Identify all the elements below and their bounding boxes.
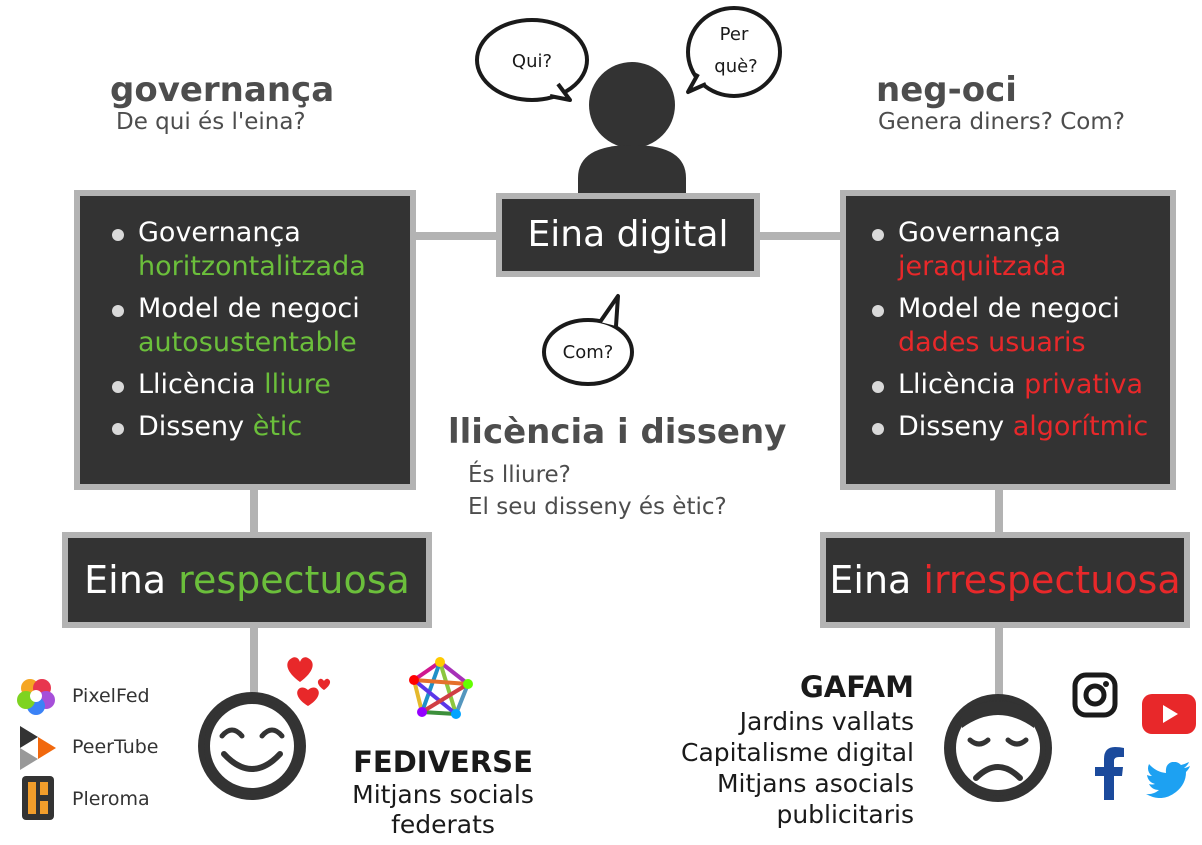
license-title: llicència i disseny (448, 412, 787, 452)
smiley-face-icon (198, 692, 306, 800)
fediverse-line2: federats (391, 810, 495, 839)
person-icon (578, 62, 686, 195)
gafam-line4: publicitaris (776, 800, 914, 829)
gafam-line3: Mitjans asocials (716, 769, 914, 798)
gafam-title: GAFAM (799, 670, 914, 704)
left-result-label: Eina respectuosa (84, 558, 410, 602)
peertube-icon (20, 726, 56, 770)
connector-left-vertical (250, 488, 258, 538)
instagram-icon (1072, 672, 1118, 718)
right-result-box: Eina irrespectuosa (820, 532, 1190, 628)
license-q1: És lliure? (468, 462, 571, 488)
gafam-block: GAFAM Jardins vallats Capitalisme digita… (630, 668, 914, 830)
fediverse-title: FEDIVERSE (353, 745, 533, 779)
connector-right-vertical (995, 488, 1003, 538)
twitter-icon (1146, 762, 1190, 798)
connector-right-down (995, 625, 1003, 695)
connector-left-horizontal (410, 232, 502, 240)
eina-digital-box: Eina digital (496, 193, 760, 277)
com-bubble: Com? (542, 294, 634, 386)
governance-heading: governança De qui és l'eina? (110, 72, 334, 136)
gafam-line2: Capitalisme digital (680, 738, 914, 767)
speech-bubbles-diagram: Qui? Per què? (475, 6, 782, 195)
gafam-line1: Jardins vallats (739, 707, 914, 736)
left-item-license: Llicència lliure (108, 368, 410, 402)
pleroma-icon (22, 776, 54, 820)
peertube-label: PeerTube (72, 736, 159, 758)
fediverse-block: FEDIVERSE Mitjans socials federats (330, 744, 556, 840)
connector-right-horizontal (754, 232, 846, 240)
pleroma-label: Pleroma (72, 788, 150, 810)
com-text: Com? (563, 342, 614, 363)
hearts-icon (287, 657, 331, 706)
left-item-design: Disseny ètic (108, 410, 410, 444)
right-result-label: Eina irrespectuosa (829, 558, 1181, 602)
fediverse-icon (409, 657, 473, 719)
business-heading: neg-oci Genera diners? Com? (876, 72, 1125, 136)
connector-left-down (250, 625, 258, 695)
business-title: neg-oci (876, 70, 1017, 110)
fediverse-line1: Mitjans socials (352, 780, 534, 809)
youtube-icon (1142, 694, 1196, 734)
left-result-box: Eina respectuosa (62, 532, 432, 628)
pixelfed-label: PixelFed (72, 685, 150, 707)
governance-title: governança (110, 70, 335, 110)
license-q2: El seu disseny és ètic? (468, 494, 727, 520)
per-text: Per (720, 24, 749, 45)
pixelfed-icon (17, 679, 55, 715)
license-heading: llicència i disseny És lliure? El seu di… (448, 414, 786, 522)
right-item-design: Disseny algorítmic (868, 410, 1170, 444)
right-item-license: Llicència privativa (868, 368, 1170, 402)
eina-digital-label: Eina digital (527, 214, 729, 255)
que-text: què? (714, 56, 757, 77)
frown-face-icon (944, 694, 1052, 802)
business-question: Genera diners? Com? (878, 109, 1125, 135)
qui-text: Qui? (512, 51, 552, 72)
qui-bubble: Qui? (475, 18, 589, 102)
governance-question: De qui és l'eina? (116, 109, 306, 135)
per-que-bubble: Per què? (686, 6, 782, 98)
facebook-icon (1095, 747, 1124, 800)
